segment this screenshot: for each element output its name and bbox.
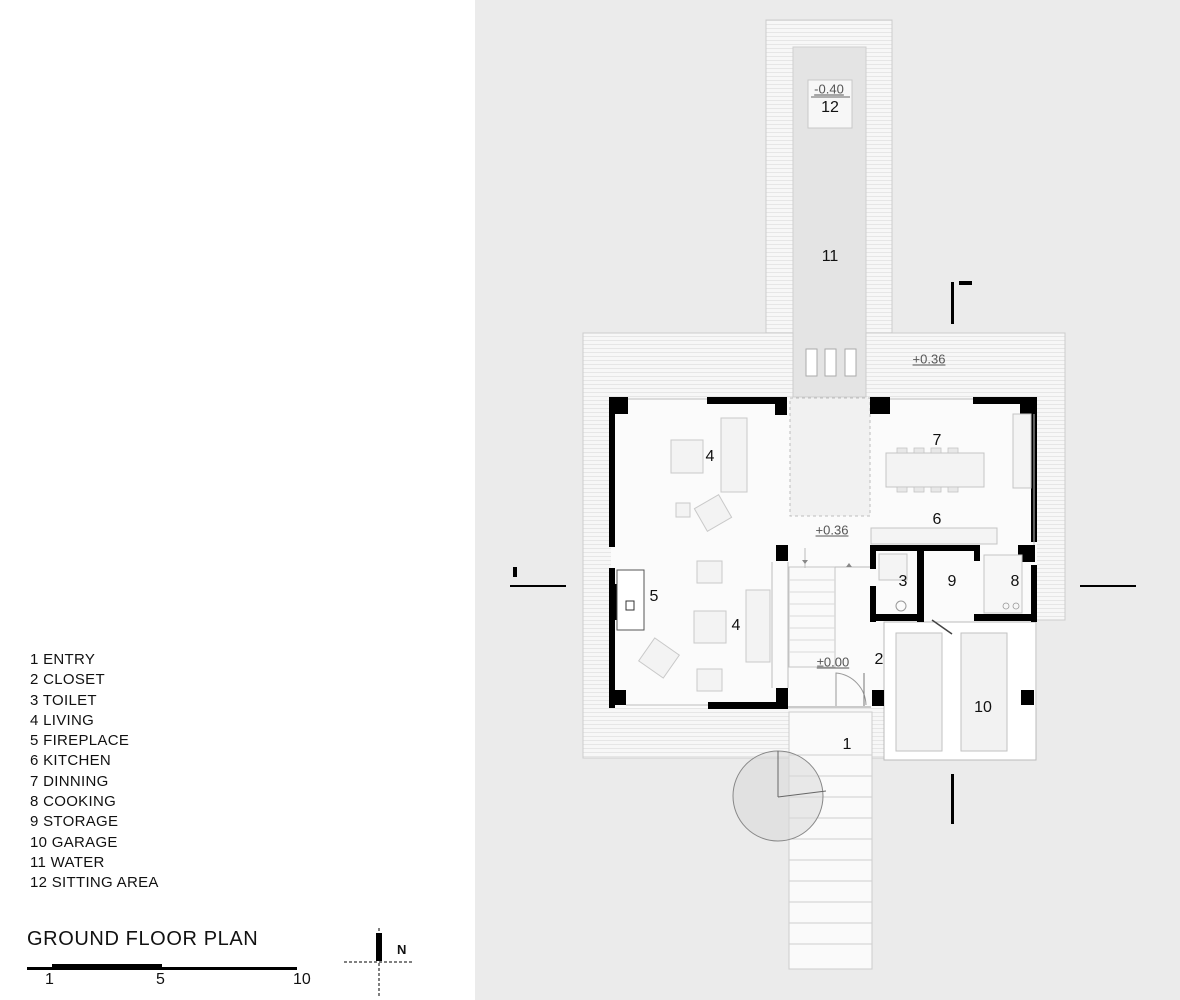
legend-item: 5 FIREPLACE bbox=[30, 732, 130, 750]
courtyard-void bbox=[789, 397, 871, 517]
car-outline bbox=[895, 632, 943, 752]
legend-item: 12 SITTING AREA bbox=[30, 874, 159, 892]
legend-item: 11 WATER bbox=[30, 853, 105, 871]
room-label-cooking: 8 bbox=[1010, 573, 1020, 590]
entry-door-swing bbox=[835, 672, 867, 706]
dining-table bbox=[885, 452, 985, 488]
north-arrow-icon bbox=[344, 928, 414, 996]
legend-item: 6 KITCHEN bbox=[30, 752, 112, 770]
room-label-kitchen: 6 bbox=[932, 511, 942, 528]
sitting-area-box bbox=[807, 79, 853, 129]
room-label-closet: 2 bbox=[874, 651, 884, 668]
stair-treads bbox=[789, 579, 835, 653]
water-step bbox=[844, 348, 857, 377]
kitchen-counter bbox=[1012, 413, 1032, 489]
water-step bbox=[805, 348, 818, 377]
kitchen-counter bbox=[870, 527, 998, 545]
room-label-sitting-area: 12 bbox=[821, 99, 839, 116]
legend-item: 1 ENTRY bbox=[30, 651, 96, 668]
scale-tick-label: 10 bbox=[293, 971, 311, 988]
water-step bbox=[824, 348, 837, 377]
legend-item: 10 GARAGE bbox=[30, 833, 118, 851]
plan-title: GROUND FLOOR PLAN bbox=[27, 928, 259, 950]
walkway-joints bbox=[789, 754, 872, 945]
living-furniture bbox=[637, 417, 771, 692]
room-label-entry: 1 bbox=[842, 736, 852, 753]
legend-item: 9 STORAGE bbox=[30, 813, 119, 831]
legend-item: 2 CLOSET bbox=[30, 671, 105, 689]
car-outline bbox=[960, 632, 1008, 752]
legend-item: 4 LIVING bbox=[30, 711, 95, 729]
room-label-toilet: 3 bbox=[898, 573, 908, 590]
elevation-terrace: +0.36 bbox=[912, 351, 946, 367]
room-label-fireplace: 5 bbox=[649, 588, 659, 605]
fireplace-unit bbox=[616, 569, 645, 631]
room-label-living-upper: 4 bbox=[705, 448, 715, 465]
dining-chairs bbox=[896, 447, 959, 493]
scale-tick-label: 1 bbox=[45, 971, 54, 988]
room-label-water: 11 bbox=[821, 248, 839, 265]
legend-item: 3 TOILET bbox=[30, 691, 97, 709]
elevation-sitting-area: -0.40 bbox=[814, 81, 844, 97]
section-markers bbox=[510, 281, 1136, 824]
room-legend: 1 ENTRY 2 CLOSET 3 TOILET 4 LIVING 5 FIR… bbox=[30, 650, 159, 894]
entry-walkway bbox=[788, 711, 873, 970]
elevation-entry: ±0.00 bbox=[816, 654, 850, 670]
scale-tick-label: 5 bbox=[156, 971, 165, 988]
room-label-dinning: 7 bbox=[932, 432, 942, 449]
room-label-living-lower: 4 bbox=[731, 617, 741, 634]
legend-item: 8 COOKING bbox=[30, 793, 117, 811]
legend-item: 7 DINNING bbox=[30, 772, 109, 790]
north-label: N bbox=[397, 942, 407, 957]
room-label-garage: 10 bbox=[974, 699, 992, 716]
elevation-interior: +0.36 bbox=[815, 522, 849, 538]
scale-bar bbox=[27, 964, 297, 970]
room-label-storage: 9 bbox=[947, 573, 957, 590]
stair-run bbox=[788, 566, 836, 668]
